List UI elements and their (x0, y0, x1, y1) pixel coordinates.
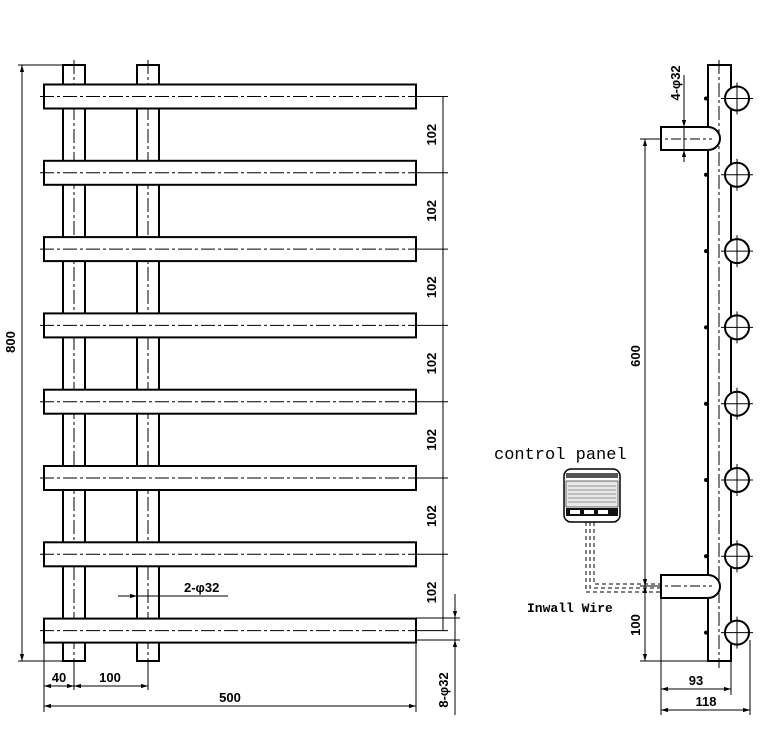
side-rail-circles (704, 82, 753, 649)
side-weld-dot-2 (704, 172, 708, 177)
control-panel-device (563, 468, 621, 523)
spacing-dim-4: 102 (424, 353, 439, 375)
side-weld-dot-3 (704, 249, 708, 254)
spacing-dim-5: 102 (424, 429, 439, 451)
left-offset-dim: 40 (52, 670, 66, 685)
bracket-label: 4-φ32 (668, 65, 683, 100)
front-view: 800 102 102 102 102 102 102 102 2-φ32 40 100 5… (3, 60, 460, 715)
control-panel-label: control panel (494, 446, 627, 465)
side-weld-dot-7 (704, 554, 708, 559)
total-depth-dim-118: 118 (696, 694, 717, 709)
inwall-wire (585, 522, 661, 593)
side-view: 4-φ32 600 100 93 118 control panel (494, 60, 753, 715)
rails (40, 83, 420, 644)
spacing-ticks (420, 96, 448, 632)
spacing-dim-3: 102 (424, 276, 439, 298)
height-dim-800: 800 (3, 331, 18, 353)
bracket-spacing-dim: 600 (628, 345, 643, 367)
spacing-dim-7: 102 (424, 582, 439, 604)
width-dim-500: 500 (219, 690, 241, 705)
side-weld-dot-8 (704, 630, 708, 635)
spacing-dim-6: 102 (424, 505, 439, 527)
rail-label: 8-φ32 (436, 672, 451, 707)
spacing-labels: 102 102 102 102 102 102 102 (424, 124, 439, 604)
spacing-dim-2: 102 (424, 200, 439, 222)
spacing-dim-1: 102 (424, 124, 439, 146)
vertical-pipe-label: 2-φ32 (184, 580, 219, 595)
side-weld-dot-4 (704, 325, 708, 330)
depth-dim-93: 93 (689, 673, 703, 688)
side-weld-dot-5 (704, 401, 708, 406)
bottom-offset-dim: 100 (628, 614, 643, 636)
inwall-wire-label: Inwall Wire (527, 601, 613, 616)
side-weld-dot-6 (704, 478, 708, 482)
side-weld-dot-1 (704, 96, 708, 101)
pipe-spacing-dim: 100 (99, 670, 121, 685)
